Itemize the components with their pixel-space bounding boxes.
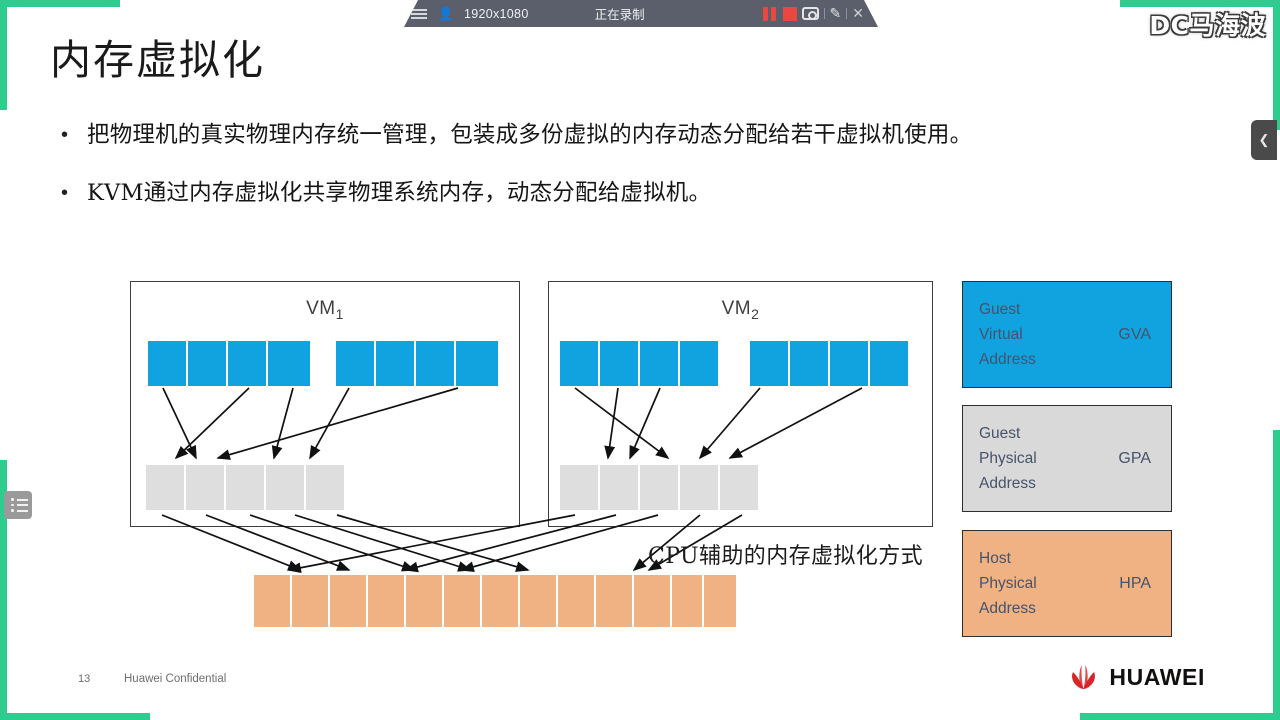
screen-recorder-toolbar[interactable]: 👤 1920x1080 正在录制 ✎ ✕ [404, 0, 878, 27]
vm2-label: VM2 [721, 298, 760, 322]
hpa-memory-bar [254, 575, 736, 627]
memory-cell [368, 575, 406, 627]
memory-cell [268, 341, 310, 386]
memory-cell [186, 465, 226, 510]
vm1-label: VM1 [306, 298, 344, 322]
memory-cell [520, 575, 558, 627]
memory-cell [456, 341, 498, 386]
memory-cell [640, 341, 680, 386]
vm1-gva-group-2 [336, 341, 498, 386]
vm2-gva-group-2 [750, 341, 908, 386]
memory-cell [830, 341, 870, 386]
memory-cell [188, 341, 228, 386]
frame-left-lower-bar [0, 460, 7, 720]
memory-cell [558, 575, 596, 627]
memory-cell [680, 465, 720, 510]
frame-left-bar [0, 0, 7, 110]
stop-icon[interactable] [783, 7, 797, 21]
frame-top-left-bar [0, 0, 120, 7]
memory-cell [596, 575, 634, 627]
memory-cell [416, 341, 456, 386]
cpu-assisted-note: CPU辅助的内存虚拟化方式 [648, 544, 923, 569]
pencil-icon[interactable]: ✎ [829, 5, 842, 21]
bullet-list: • 把物理机的真实物理内存统一管理，包装成多份虚拟的内存动态分配给若干虚拟机使用… [55, 120, 1195, 236]
watermark-text: DC马海波 [1149, 11, 1266, 40]
bullet-marker: • [61, 124, 69, 146]
memory-cell [226, 465, 266, 510]
memory-cell [680, 341, 718, 386]
legend-gpa-abbr: GPA [1118, 449, 1151, 467]
legend-gva-abbr: GVA [1118, 325, 1151, 343]
legend-gva: Guest Virtual Address GVA [962, 281, 1172, 388]
page-number: 13 [78, 673, 91, 685]
memory-cell [292, 575, 330, 627]
memory-cell [634, 575, 672, 627]
bullet-text: KVM通过内存虚拟化共享物理系统内存，动态分配给虚拟机。 [87, 180, 712, 206]
pause-icon[interactable] [763, 7, 778, 21]
toolbar-divider [824, 8, 825, 19]
legend-hpa: Host Physical Address HPA [962, 530, 1172, 637]
memory-cell [640, 465, 680, 510]
vm2-gpa-row [560, 465, 758, 510]
legend-hpa-name: Host Physical Address [979, 550, 1037, 617]
memory-cell [228, 341, 268, 386]
memory-cell [336, 341, 376, 386]
page-title: 内存虚拟化 [50, 36, 265, 84]
memory-cell [600, 341, 640, 386]
chevron-left-icon[interactable]: ❮ [1251, 120, 1277, 160]
recording-status-label: 正在录制 [594, 8, 645, 22]
vm1-gpa-row [146, 465, 344, 510]
memory-cell [254, 575, 292, 627]
memory-cell [444, 575, 482, 627]
confidential-label: Huawei Confidential [124, 673, 227, 685]
user-icon[interactable]: 👤 [437, 5, 455, 21]
memory-cell [376, 341, 416, 386]
frame-right-bar [1273, 0, 1280, 130]
hamburger-icon[interactable] [404, 0, 434, 27]
memory-cell [406, 575, 444, 627]
frame-top-right-bar [1120, 0, 1280, 7]
memory-cell [720, 465, 758, 510]
legend-hpa-abbr: HPA [1119, 574, 1151, 592]
frame-bottom-bar [0, 713, 150, 720]
vm1-gva-group-1 [148, 341, 310, 386]
camera-icon[interactable] [802, 7, 819, 20]
huawei-logo: HUAWEI [1067, 663, 1205, 691]
memory-cell [306, 465, 344, 510]
huawei-wordmark: HUAWEI [1109, 663, 1205, 690]
list-menu-icon[interactable] [4, 491, 32, 519]
memory-cell [704, 575, 736, 627]
memory-cell [790, 341, 830, 386]
bullet-marker: • [61, 182, 69, 204]
memory-cell [560, 465, 600, 510]
memory-cell [600, 465, 640, 510]
close-icon[interactable]: ✕ [852, 5, 864, 21]
toolbar-divider-2 [846, 8, 847, 19]
huawei-flower-icon [1072, 665, 1096, 689]
legend-gpa: Guest Physical Address GPA [962, 405, 1172, 512]
frame-right-lower-bar [1273, 430, 1280, 720]
memory-cell [870, 341, 908, 386]
vm2-gva-group-1 [560, 341, 718, 386]
list-item: • 把物理机的真实物理内存统一管理，包装成多份虚拟的内存动态分配给若干虚拟机使用… [55, 120, 1195, 150]
list-item: • KVM通过内存虚拟化共享物理系统内存，动态分配给虚拟机。 [55, 178, 1195, 208]
memory-cell [750, 341, 790, 386]
bullet-text: 把物理机的真实物理内存统一管理，包装成多份虚拟的内存动态分配给若干虚拟机使用。 [87, 122, 973, 148]
memory-cell [482, 575, 520, 627]
frame-bottom-right-bar [1080, 713, 1280, 720]
memory-cell [266, 465, 306, 510]
memory-cell [148, 341, 188, 386]
memory-cell [672, 575, 704, 627]
resolution-label: 1920x1080 [464, 6, 529, 21]
legend-gpa-name: Guest Physical Address [979, 425, 1037, 492]
memory-cell [560, 341, 600, 386]
legend-gva-name: Guest Virtual Address [979, 301, 1036, 368]
memory-cell [330, 575, 368, 627]
memory-cell [146, 465, 186, 510]
